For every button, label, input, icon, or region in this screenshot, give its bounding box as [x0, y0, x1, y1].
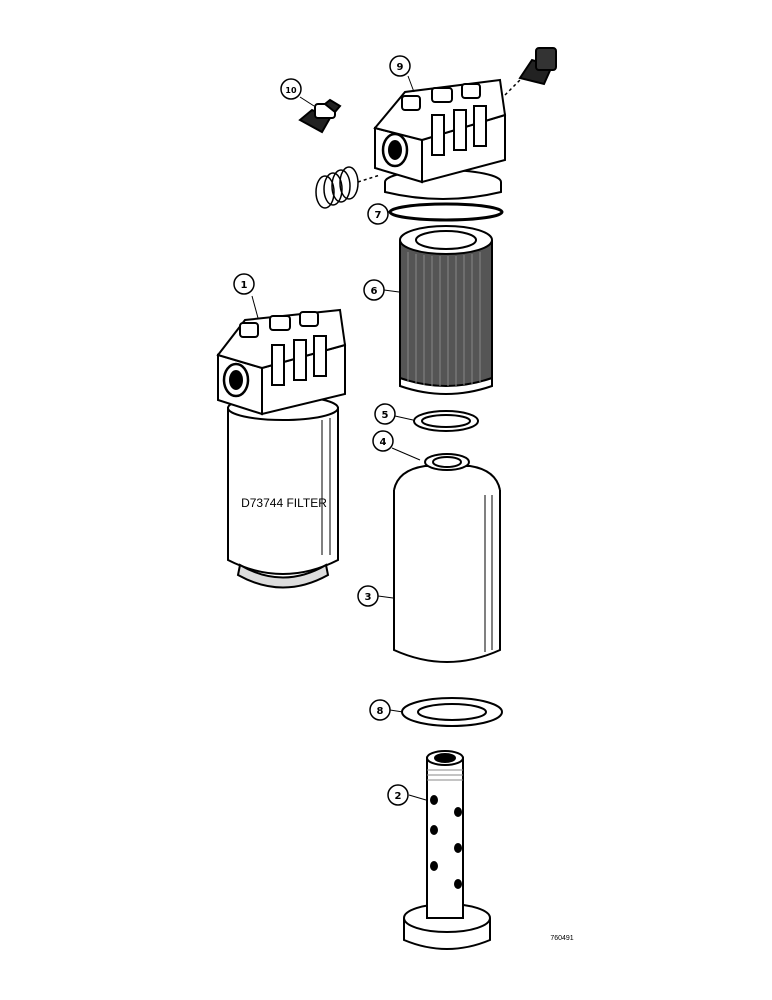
washer-5: [413, 410, 479, 432]
callout-label-10: 10: [285, 86, 297, 95]
callout-1: 1: [233, 273, 259, 319]
callout-label-9: 9: [397, 62, 404, 73]
callout-label-2: 2: [395, 791, 402, 802]
figure-id: 760491: [550, 935, 573, 942]
callouts: 1 2 3 4 5 6 7: [233, 55, 427, 806]
bypass-valve-plug: [298, 98, 342, 134]
callout-label-1: 1: [241, 280, 248, 291]
standpipe: [403, 750, 491, 950]
callout-10: 10: [280, 78, 315, 107]
callout-label-4: 4: [380, 437, 387, 448]
callout-8: 8: [369, 699, 404, 721]
filter-element: [399, 225, 493, 395]
callout-4: 4: [372, 430, 421, 461]
washer-8: [401, 697, 503, 727]
assembled-filter: [216, 308, 347, 589]
filter-head: [373, 78, 507, 200]
canister: [393, 453, 501, 663]
callout-3: 3: [357, 585, 394, 607]
callout-label-3: 3: [365, 592, 372, 603]
callout-label-7: 7: [375, 210, 382, 221]
callout-7: 7: [367, 203, 405, 225]
callout-label-6: 6: [371, 286, 378, 297]
callout-5: 5: [374, 403, 414, 425]
callout-2: 2: [387, 784, 427, 806]
o-ring-7: [388, 202, 504, 222]
callout-6: 6: [363, 279, 400, 301]
callout-label-5: 5: [382, 410, 389, 421]
callout-9: 9: [389, 55, 415, 93]
spring: [315, 166, 381, 209]
filter-label: D73744 FILTER: [241, 496, 327, 510]
indicator-plug: [504, 47, 557, 96]
callout-label-8: 8: [377, 706, 384, 717]
